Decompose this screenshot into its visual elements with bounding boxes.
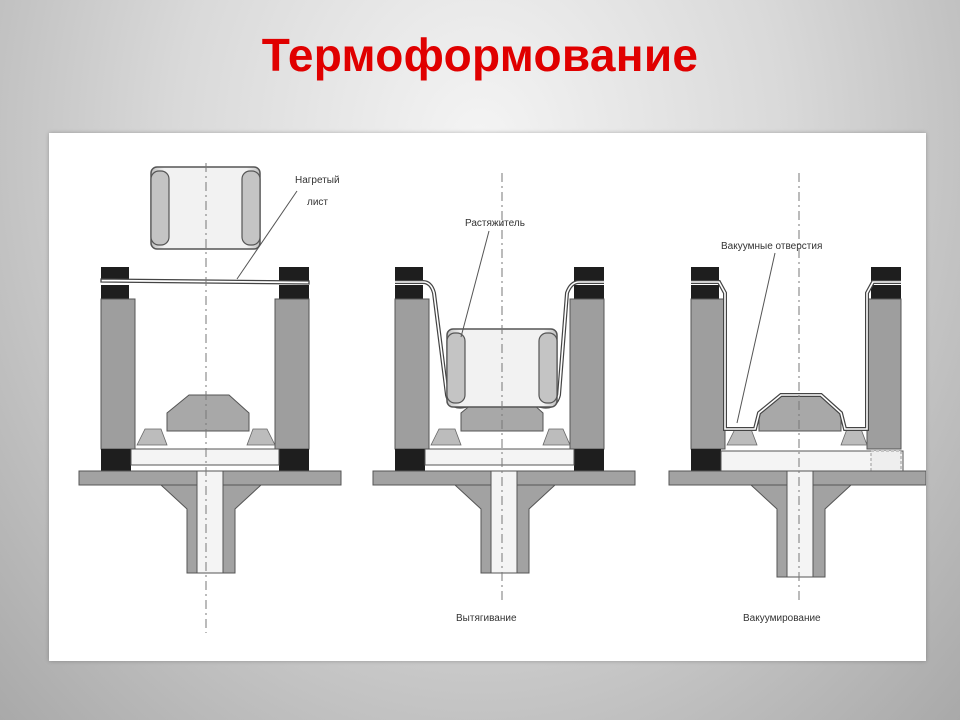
- slide-title: Термоформование: [261, 29, 699, 81]
- stage-stretching-caption: Вытягивание: [456, 613, 517, 624]
- stage-3-vacuum: Вакуумные отверстия Вакуумирование: [668, 173, 926, 624]
- plug-assist-label: Растяжитель: [465, 218, 525, 229]
- thermoforming-diagram: Нагретый лист: [49, 133, 926, 661]
- heated-sheet: [100, 278, 310, 285]
- vacuum-holes-label: Вакуумные отверстия: [721, 241, 822, 252]
- stage-1-heated-sheet: Нагретый лист: [78, 163, 342, 633]
- stage-vacuum-caption: Вакуумирование: [743, 613, 821, 624]
- stage-2-stretching: Растяжитель Вытягивание: [372, 173, 636, 624]
- heated-sheet-label-line1: Нагретый: [295, 175, 340, 186]
- diagram-drawing: Нагретый лист: [78, 163, 926, 633]
- mold: [166, 394, 250, 432]
- heated-sheet-label-line2: лист: [307, 197, 328, 208]
